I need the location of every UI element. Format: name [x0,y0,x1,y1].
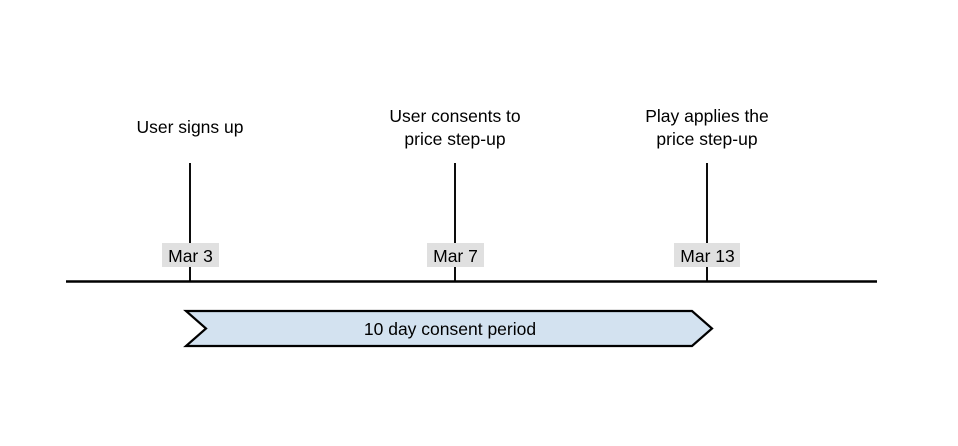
event-label-apply-line1: Play applies the [645,106,769,126]
date-chip-apply [674,243,740,267]
date-chip-signup [162,243,219,267]
date-label-signup: Mar 3 [168,246,213,266]
event-label-signup-line1: User signs up [137,117,244,137]
consent-period-banner: 10 day consent period [183,309,714,348]
event-label-consent-line1: User consents to [389,106,520,126]
event-label-apply-line2: price step-up [656,129,757,149]
event-label-consent-line2: price step-up [404,129,505,149]
date-chip-consent [427,243,484,267]
consent-period-banner-label: 10 day consent period [364,319,536,339]
consent-period-banner-shape [183,309,714,348]
date-label-apply: Mar 13 [680,246,734,266]
date-label-consent: Mar 7 [433,246,478,266]
timeline-event-consent: User consents to price step-up Mar 7 [389,106,521,281]
timeline-event-signup: User signs up Mar 3 [137,117,244,281]
timeline-event-apply: Play applies the price step-up Mar 13 [645,106,769,281]
